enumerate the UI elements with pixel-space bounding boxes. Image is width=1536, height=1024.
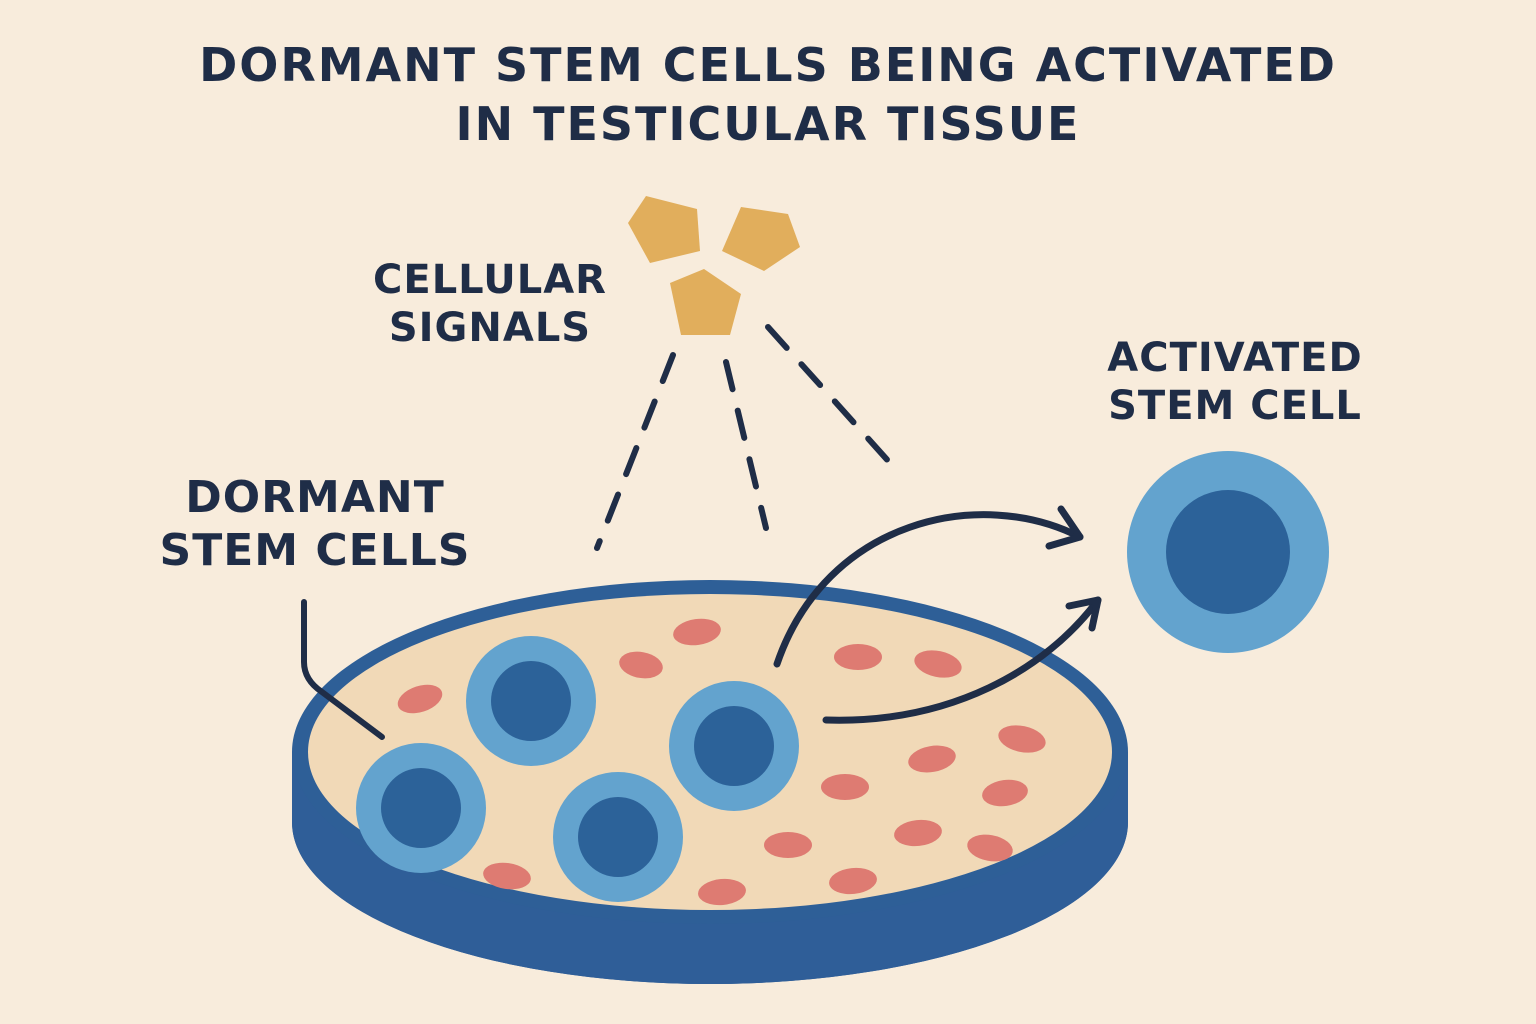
dormant-label-line-2: STEM CELLS	[159, 524, 471, 576]
activation-arrow-upper	[773, 511, 1084, 668]
red-oval-cell-icon	[673, 618, 721, 646]
red-oval-cell-icon	[397, 684, 443, 714]
diagram-title: DORMANT STEM CELLS BEING ACTIVATED IN TE…	[160, 36, 1376, 154]
activation-arrows	[773, 505, 1102, 724]
red-oval-cell-icon	[821, 774, 869, 800]
tissue-cells	[397, 618, 1046, 906]
arrowhead-icon	[1065, 596, 1102, 632]
red-oval-cell-icon	[982, 779, 1028, 807]
dormant-label-line-1: DORMANT	[185, 472, 445, 523]
red-oval-cell-icon	[894, 819, 942, 847]
red-oval-cell-icon	[619, 651, 663, 679]
activated-label-line-2: STEM CELL	[1108, 383, 1362, 429]
title-line-2: IN TESTICULAR TISSUE	[455, 96, 1081, 151]
red-oval-cell-icon	[998, 725, 1046, 753]
activated-label-line-1: ACTIVATED	[1107, 335, 1363, 381]
red-oval-cell-icon	[764, 832, 812, 858]
red-oval-cell-icon	[967, 834, 1013, 862]
cellular-signals	[628, 196, 800, 335]
stem-cell-icon	[356, 743, 486, 873]
red-oval-cell-icon	[829, 867, 877, 895]
red-oval-cell-icon	[834, 644, 882, 670]
title-line-1: DORMANT STEM CELLS BEING ACTIVATED	[199, 38, 1337, 92]
stem-cell-icon	[553, 772, 683, 902]
arrowhead-icon	[1045, 505, 1084, 550]
stem-cell-icon	[669, 681, 799, 811]
pentagon-icon	[670, 269, 741, 335]
dormant-pointer-line	[301, 599, 385, 740]
cellular-signals-line-2: SIGNALS	[388, 305, 592, 351]
signal-lines	[594, 324, 894, 551]
signal-dash-line	[765, 324, 894, 467]
cellular-signals-label: CELLULAR SIGNALS	[350, 256, 630, 352]
red-oval-cell-icon	[698, 878, 746, 906]
red-oval-cell-icon	[483, 862, 531, 890]
red-oval-cell-icon	[908, 745, 956, 773]
red-oval-cell-icon	[914, 650, 962, 678]
activation-arrow-lower	[822, 596, 1102, 724]
activated-stem-cell	[1127, 451, 1329, 653]
activated-cell-nucleus	[1166, 490, 1290, 614]
activated-stem-cell-label: ACTIVATED STEM CELL	[1090, 334, 1380, 430]
dormant-stem-cells	[356, 636, 799, 902]
stem-cell-icon	[466, 636, 596, 766]
pentagon-icon	[628, 196, 700, 263]
pentagon-icon	[722, 207, 800, 271]
signal-dash-line	[594, 352, 676, 551]
cellular-signals-line-1: CELLULAR	[373, 257, 607, 303]
signal-dash-line	[723, 359, 769, 531]
dormant-stem-cells-label: DORMANT STEM CELLS	[150, 472, 480, 578]
